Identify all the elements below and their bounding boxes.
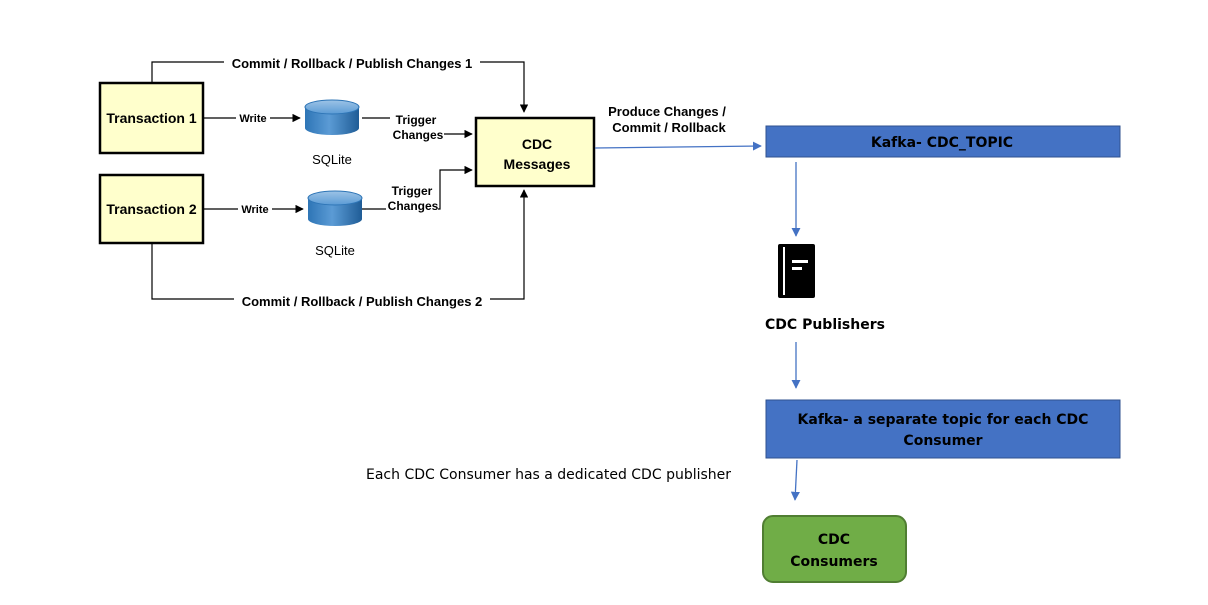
kafka-cdc-topic-box: Kafka- CDC_TOPIC [765,125,1121,158]
produce-label-1: Produce Changes / [608,104,726,119]
write-arrow-2: Write [204,202,304,216]
write-label-2: Write [241,204,268,216]
commit-label-1: Commit / Rollback / Publish Changes 1 [232,56,473,71]
transaction-1-box: Transaction 1 [98,81,205,155]
sqlite-db-1: SQLite [304,99,360,167]
kafka-separate-topic-box: Kafka- a separate topic for each CDC Con… [765,399,1121,459]
write-label-1: Write [239,113,266,125]
trigger-label-1a: Trigger [396,113,437,127]
sqlite-label-1: SQLite [312,152,352,167]
transaction-2-label: Transaction 2 [106,201,196,217]
cdc-consumers-box: CDC Consumers [762,515,907,583]
sqlite-db-2: SQLite [307,190,363,258]
transaction-2-box: Transaction 2 [98,173,205,245]
commit-line-1: Commit / Rollback / Publish Changes 1 [151,54,529,113]
trigger-label-2a: Trigger [392,184,433,198]
write-arrow-1: Write [204,111,301,125]
cdc-messages-box: CDC Messages [474,116,596,188]
trigger-arrow-1: Trigger Changes [362,113,473,142]
dedicated-publisher-note: Each CDC Consumer has a dedicated CDC pu… [366,467,731,483]
database-icon [304,99,360,135]
cdc-consumers-label-2: Consumers [790,554,877,570]
database-icon [307,190,363,226]
kafka-separate-label-1: Kafka- a separate topic for each CDC [798,412,1089,428]
cdc-consumers-label-1: CDC [818,532,850,548]
produce-label-2: Commit / Rollback [612,120,726,135]
transaction-1-label: Transaction 1 [106,110,196,126]
trigger-arrow-2: Trigger Changes [362,165,473,213]
cdc-messages-label-2: Messages [504,156,571,172]
kafka-separate-label-2: Consumer [903,433,982,449]
cdc-messages-label-1: CDC [522,136,552,152]
trigger-label-1b: Changes [393,128,444,142]
trigger-label-2b: Changes [388,199,439,213]
notebook-icon [778,244,815,298]
commit-label-2: Commit / Rollback / Publish Changes 2 [242,294,483,309]
kafka-to-consumers-arrow [790,459,800,501]
produce-arrow: Produce Changes / Commit / Rollback [594,104,762,151]
cdc-publishers: CDC Publishers [765,244,885,333]
cdc-publishers-label: CDC Publishers [765,317,885,333]
commit-line-2: Commit / Rollback / Publish Changes 2 [151,189,529,309]
sqlite-label-2: SQLite [315,243,355,258]
kafka-cdc-topic-label: Kafka- CDC_TOPIC [871,135,1013,151]
